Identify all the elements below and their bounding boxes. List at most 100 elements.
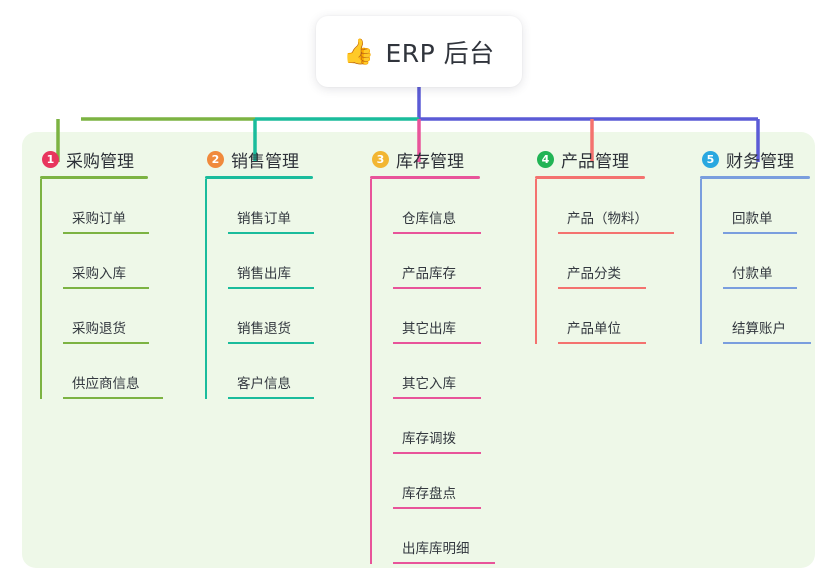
branch-item-line <box>393 397 481 399</box>
branch-item-line <box>393 287 481 289</box>
branch-items-2: 销售订单销售出库销售退货客户信息 <box>205 179 314 399</box>
branch-item-line <box>723 342 811 344</box>
branch-badge-3: 3 <box>372 150 389 168</box>
branch-spine-1 <box>40 179 42 399</box>
branch-item[interactable]: 销售退货 <box>228 289 314 344</box>
branch-item-label: 回款单 <box>732 211 773 227</box>
branch-item-label: 其它入库 <box>402 376 456 392</box>
branch-item[interactable]: 产品库存 <box>393 234 481 289</box>
branch-item-line <box>228 342 314 344</box>
branch-item-label: 供应商信息 <box>72 376 140 392</box>
branch-1[interactable]: 1 采购管理采购订单采购入库采购退货供应商信息 <box>40 146 163 399</box>
branch-header-2[interactable]: 2 销售管理 <box>205 146 313 172</box>
branch-item-label: 产品（物料） <box>567 211 648 227</box>
branch-title-1: 采购管理 <box>66 151 134 172</box>
branch-item[interactable]: 采购退货 <box>63 289 149 344</box>
branch-item-label: 采购订单 <box>72 211 126 227</box>
branch-item-label: 销售订单 <box>237 211 291 227</box>
branch-item-line <box>558 287 646 289</box>
branch-item[interactable]: 其它出库 <box>393 289 481 344</box>
branch-badge-2: 2 <box>207 150 224 168</box>
branch-item-label: 客户信息 <box>237 376 291 392</box>
branch-title-5: 财务管理 <box>726 151 794 172</box>
branch-item-line <box>393 342 481 344</box>
branch-item-line <box>723 287 797 289</box>
branch-item-label: 产品库存 <box>402 266 456 282</box>
branch-item-line <box>63 397 163 399</box>
branch-item[interactable]: 仓库信息 <box>393 179 481 234</box>
branch-items-3: 仓库信息产品库存其它出库其它入库库存调拨库存盘点出库库明细 <box>370 179 495 564</box>
branch-item-label: 产品单位 <box>567 321 621 337</box>
root-title: ERP 后台 <box>385 38 495 68</box>
branch-item-line <box>393 507 481 509</box>
branch-item-line <box>63 287 149 289</box>
branch-item-label: 采购入库 <box>72 266 126 282</box>
branch-item-label: 库存盘点 <box>402 486 456 502</box>
branch-item-label: 销售出库 <box>237 266 291 282</box>
branch-item-line <box>228 232 314 234</box>
branch-badge-1: 1 <box>42 150 59 168</box>
branch-item-line <box>393 452 481 454</box>
branch-item[interactable]: 销售出库 <box>228 234 314 289</box>
branch-header-1[interactable]: 1 采购管理 <box>40 146 148 172</box>
branch-item[interactable]: 产品（物料） <box>558 179 674 234</box>
branch-item-line <box>558 342 646 344</box>
branch-item[interactable]: 产品分类 <box>558 234 646 289</box>
branch-2[interactable]: 2 销售管理销售订单销售出库销售退货客户信息 <box>205 146 314 399</box>
branch-header-5[interactable]: 5 财务管理 <box>700 146 810 172</box>
branch-badge-5: 5 <box>702 150 719 168</box>
branches-panel <box>22 132 815 568</box>
branch-item-label: 其它出库 <box>402 321 456 337</box>
thumbs-up-emoji: 👍 <box>343 37 375 66</box>
branch-item[interactable]: 销售订单 <box>228 179 314 234</box>
branch-item-line <box>63 232 149 234</box>
branch-item[interactable]: 库存调拨 <box>393 399 481 454</box>
branch-item-line <box>63 342 149 344</box>
branch-spine-4 <box>535 179 537 344</box>
branch-5[interactable]: 5 财务管理回款单付款单结算账户 <box>700 146 811 344</box>
branch-underline-2 <box>205 176 313 179</box>
branch-item[interactable]: 产品单位 <box>558 289 646 344</box>
branch-item[interactable]: 采购入库 <box>63 234 149 289</box>
branch-title-3: 库存管理 <box>396 151 464 172</box>
branch-item-label: 销售退货 <box>237 321 291 337</box>
branch-underline-3 <box>370 176 480 179</box>
branch-item[interactable]: 出库库明细 <box>393 509 495 564</box>
branch-item[interactable]: 回款单 <box>723 179 810 234</box>
branch-item[interactable]: 采购订单 <box>63 179 149 234</box>
branch-items-4: 产品（物料） 产品分类产品单位 <box>535 179 674 344</box>
branch-underline-5 <box>700 176 810 179</box>
branch-item-label: 产品分类 <box>567 266 621 282</box>
branch-spine-2 <box>205 179 207 399</box>
branch-items-5: 回款单付款单结算账户 <box>700 179 811 344</box>
branch-3[interactable]: 3 库存管理仓库信息产品库存其它出库其它入库库存调拨库存盘点出库库明细 <box>370 146 495 564</box>
branch-badge-4: 4 <box>537 150 554 168</box>
branch-underline-1 <box>40 176 148 179</box>
branch-item-label: 出库库明细 <box>402 541 470 557</box>
branch-item-line <box>228 397 314 399</box>
branch-item-line <box>393 562 495 564</box>
branch-item-label: 库存调拨 <box>402 431 456 447</box>
branch-item[interactable]: 付款单 <box>723 234 810 289</box>
branch-item[interactable]: 其它入库 <box>393 344 481 399</box>
branch-item[interactable]: 库存盘点 <box>393 454 481 509</box>
branch-item[interactable]: 供应商信息 <box>63 344 163 399</box>
branch-item-label: 仓库信息 <box>402 211 456 227</box>
branch-item-label: 采购退货 <box>72 321 126 337</box>
branch-item-line <box>723 232 797 234</box>
branch-item-line <box>228 287 314 289</box>
branch-item[interactable]: 客户信息 <box>228 344 314 399</box>
branch-item-line <box>393 232 481 234</box>
branch-spine-5 <box>700 179 702 344</box>
root-node[interactable]: 👍 ERP 后台 <box>316 16 522 87</box>
branch-item-label: 结算账户 <box>732 321 786 337</box>
branch-item[interactable]: 结算账户 <box>723 289 811 344</box>
branch-header-3[interactable]: 3 库存管理 <box>370 146 480 172</box>
branch-title-2: 销售管理 <box>231 151 299 172</box>
branch-item-line <box>558 232 674 234</box>
branch-underline-4 <box>535 176 645 179</box>
branch-item-label: 付款单 <box>732 266 773 282</box>
